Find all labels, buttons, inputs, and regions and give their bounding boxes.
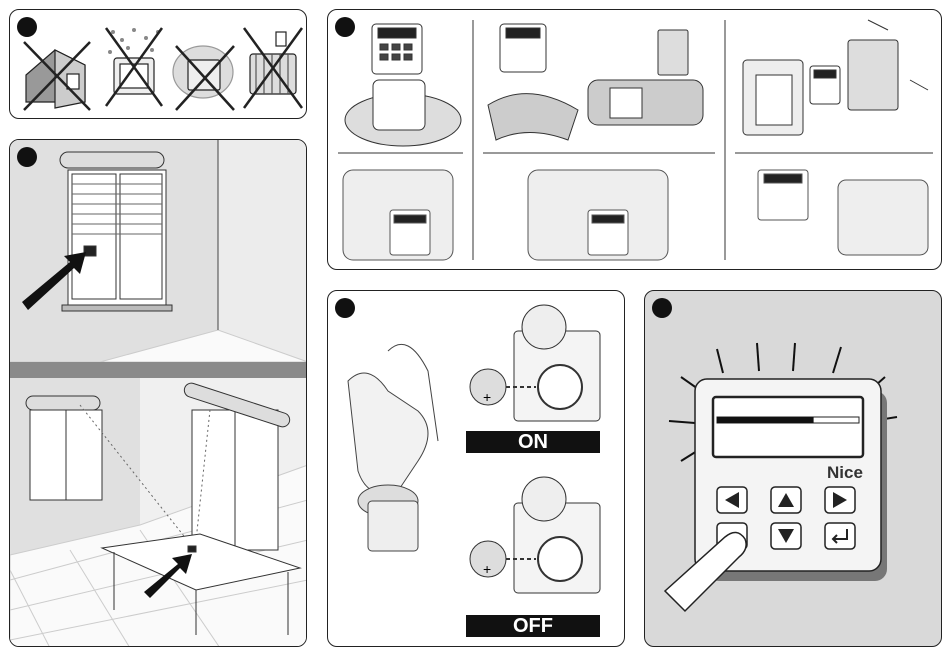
step-marker-3	[335, 17, 355, 37]
panel-room-placement	[9, 139, 307, 647]
panel-battery: + + ON OFF	[327, 290, 625, 647]
fog-crossed-icon	[173, 46, 234, 110]
off-label: OFF	[466, 615, 600, 637]
room-illustration	[10, 140, 307, 647]
house-crossed-icon	[24, 42, 90, 110]
plus-symbol-on: +	[483, 389, 491, 405]
radiator-crossed-icon	[244, 28, 302, 108]
wall-bracket	[488, 24, 703, 140]
mounting-illustration	[328, 10, 942, 270]
step-marker-4	[335, 298, 355, 318]
hands-fitting-2	[528, 170, 668, 260]
plus-symbol-off: +	[483, 561, 491, 577]
keypad-illustration	[645, 291, 942, 647]
window-with-shutter	[60, 152, 172, 311]
display-progress-bar	[717, 417, 814, 423]
wall-plate-mount	[743, 20, 928, 135]
battery-illustration	[328, 291, 625, 647]
step-marker-1	[17, 17, 37, 37]
panel-environment-warnings	[9, 9, 307, 119]
warning-icons-illustration	[10, 10, 307, 119]
step-marker-5	[652, 298, 672, 318]
panel-mounting	[327, 9, 942, 270]
wall-install-steps	[758, 170, 928, 255]
rain-crossed-icon	[106, 28, 162, 106]
brand-logo: Nice	[827, 463, 863, 483]
tabletop-base	[345, 24, 461, 146]
hands-fitting-1	[343, 170, 453, 260]
hand-holding-coin	[348, 344, 438, 551]
on-label: ON	[466, 431, 600, 453]
panel-keypad: Nice	[644, 290, 942, 647]
lower-window	[26, 396, 102, 500]
step-marker-2	[17, 147, 37, 167]
